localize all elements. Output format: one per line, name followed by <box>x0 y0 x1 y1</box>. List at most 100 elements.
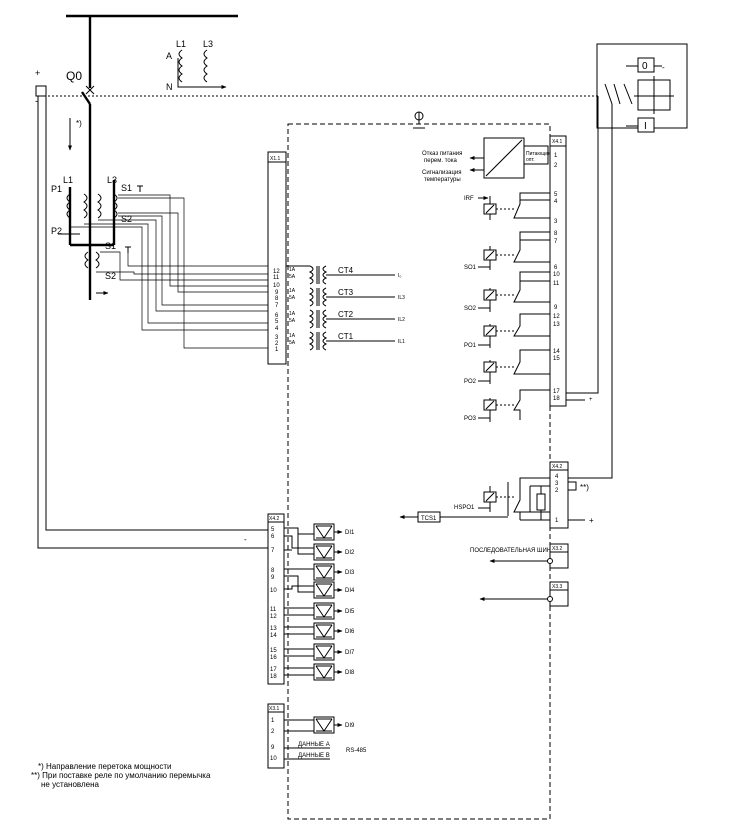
x11-label: X1.1 <box>270 156 281 162</box>
ct-signal: IL1 <box>398 339 405 345</box>
x42-top-pin: 2 <box>555 488 559 494</box>
relay-po1: PO1 <box>464 313 550 349</box>
rating-label: 1A <box>289 288 296 294</box>
x31-pin: 9 <box>271 745 275 751</box>
di3: DI3 <box>284 563 355 581</box>
x42-di-pin: 18 <box>270 674 277 680</box>
x41-plus: + <box>589 397 593 403</box>
x41-pin: 10 <box>553 272 560 278</box>
relay-label: SO2 <box>464 306 477 312</box>
x42-di-pin: 5 <box>271 527 275 533</box>
x31-pin: 2 <box>271 729 275 735</box>
power-supply-block: Питающее опт. Отказ питания перем. тока … <box>422 137 551 183</box>
rating-label: 5A <box>289 318 296 324</box>
switch-close-label: I <box>644 121 647 132</box>
x42-di-pin: 6 <box>271 534 275 540</box>
vt-l3-label: L3 <box>203 39 213 49</box>
x11-pin: 7 <box>275 303 279 309</box>
relay-irf: IRF <box>464 192 550 220</box>
di5: DI5 <box>284 602 355 620</box>
di-label: DI3 <box>345 570 355 576</box>
ct0-s1-label: S1 <box>105 241 116 251</box>
ct-name: CT1 <box>338 332 354 341</box>
rail-minus-wire <box>37 96 268 549</box>
x11-pin: 1 <box>275 347 279 353</box>
rating-label: 5A <box>289 340 296 346</box>
footnote: *) Направление перетока мощности <box>38 762 172 771</box>
x31-pin: 10 <box>270 756 277 762</box>
ct-inputs: 1A 5A CT4 I₀ 1A 5A CT3 IL3 1A 5A <box>286 265 405 351</box>
terminal-x4-1: X4.1 1 2 5 4 3 8 7 6 10 11 9 12 13 14 15… <box>549 96 599 407</box>
output-relays: IRF SO1 SO2 <box>464 192 550 422</box>
breaker-label: Q0 <box>66 69 82 83</box>
ct-s1-label: S1 <box>121 183 132 193</box>
relay-label: HSPO1 <box>454 505 475 511</box>
di-label: DI8 <box>345 670 355 676</box>
ct-signal: IL3 <box>398 295 405 301</box>
temp-label: температуры <box>424 177 461 183</box>
di-label: DI4 <box>345 588 355 594</box>
ground-icon <box>413 111 425 129</box>
digital-inputs: DI1 DI2 DI3 DI4 <box>284 523 355 681</box>
di4: DI4 <box>284 575 355 599</box>
relay-label: PO1 <box>464 343 477 349</box>
di-label: DI7 <box>345 650 355 656</box>
x41-pin: 5 <box>554 192 558 198</box>
ct-signal: IL2 <box>398 317 405 323</box>
relay-label: SO1 <box>464 265 477 271</box>
x11-pin: 3 <box>275 335 279 341</box>
ct2: 1A 5A CT2 IL2 <box>289 309 405 329</box>
x42-top-pin: 3 <box>555 481 559 487</box>
temp-label: Сигнализация <box>422 170 462 176</box>
footnotes: *) Направление перетока мощности **) При… <box>31 762 211 789</box>
voltage-transformer: L1 L3 A N <box>166 39 227 92</box>
serial-bus: ПОСЛЕДОВАТЕЛЬНАЯ ШИНА X3.2 X3.3 <box>470 543 569 607</box>
di1: DI1 <box>284 523 355 541</box>
x41-pin: 7 <box>554 239 558 245</box>
ct-wiring <box>70 194 268 349</box>
ct-l1-label: L1 <box>63 175 73 185</box>
x41-pin: 14 <box>553 349 560 355</box>
ct-p1-label: P1 <box>51 184 62 194</box>
x41-pin: 18 <box>553 396 560 402</box>
footnote: **) При поставке реле по умолчанию перем… <box>31 771 211 780</box>
rs485-label: RS-485 <box>346 748 367 754</box>
di6: DI6 <box>284 622 355 640</box>
di-label: DI5 <box>345 609 355 615</box>
x42-di-pin: 9 <box>271 575 275 581</box>
x42-top-plus: + <box>589 516 594 525</box>
relay-so2: SO2 <box>464 271 550 312</box>
vt-l1-label: L1 <box>176 39 186 49</box>
x41-pin: 4 <box>554 199 558 205</box>
x11-pin: 11 <box>273 275 280 281</box>
vt-a-label: A <box>166 51 172 61</box>
ct-name: CT2 <box>338 310 354 319</box>
di9-label: DI9 <box>345 723 355 729</box>
x41-pin: 9 <box>554 305 558 311</box>
rating-label: 1A <box>289 311 296 317</box>
x11-pin: 10 <box>273 283 280 289</box>
relay-hspo1: HSPO1 TCS1 <box>399 477 550 523</box>
x42-di-pin: 13 <box>270 626 277 632</box>
di-label: DI2 <box>345 550 355 556</box>
terminal-x4-2-di: X4.2 5 6 7 8 9 10 11 12 13 14 15 16 17 1… <box>267 513 285 685</box>
ct-s2-label: S2 <box>121 214 132 224</box>
x42-di-pin: 8 <box>271 568 275 574</box>
x42-di-pin: 7 <box>271 548 275 554</box>
x42-di-pin: 12 <box>270 614 277 620</box>
x41-pin: 17 <box>553 389 560 395</box>
rail-minus-label: - <box>244 535 247 544</box>
x11-pin: 6 <box>275 313 279 319</box>
x42-top-pin: 4 <box>555 474 559 480</box>
ct0-s2-label: S2 <box>105 271 116 281</box>
ct-name: CT3 <box>338 288 354 297</box>
terminal-x3-1: X3.1 1 2 9 10 DI9 ДАННЫЕ A ДАННЫЕ B RS-4… <box>267 703 367 769</box>
relay-so1: SO1 <box>464 231 550 271</box>
ct-name: CT4 <box>338 266 354 275</box>
switch-minus: - <box>662 63 665 72</box>
data-a-label: ДАННЫЕ A <box>298 742 330 748</box>
relay-label: IRF <box>464 196 474 202</box>
x42-di-pin: 16 <box>270 655 277 661</box>
x42-top-pin: 1 <box>555 518 559 524</box>
